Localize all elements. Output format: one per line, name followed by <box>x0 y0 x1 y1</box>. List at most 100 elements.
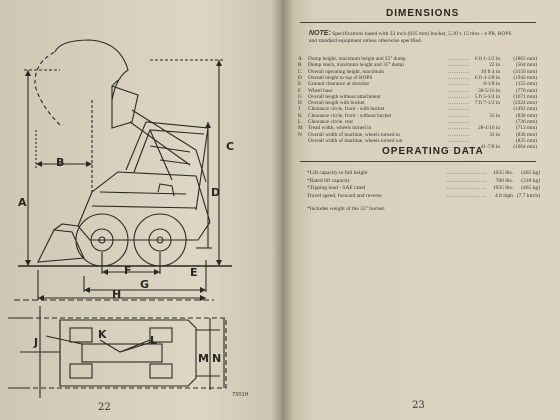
label-f: F <box>124 264 132 277</box>
dimension-desc: Overall height to top of ROPS <box>308 74 373 81</box>
dimension-key: K <box>298 112 302 119</box>
label-h: H <box>112 288 122 301</box>
note-line-1: NOTE: Specifications based with 33 inch … <box>309 30 534 37</box>
operating-data-title: OPERATING DATA <box>382 146 484 157</box>
dimension-leader: ................................ <box>448 74 470 81</box>
figure-code: 7301H <box>232 392 249 398</box>
dimension-desc: Dump reach, maximum height and 35° dump <box>308 62 404 69</box>
dimension-desc: Overall width of machine, wheels turned … <box>308 131 400 138</box>
right-page <box>282 0 560 420</box>
dimension-desc: Clearance circle, rear <box>308 119 354 125</box>
dimension-key: H <box>298 100 302 107</box>
dimension-value: 6 ft 1-1/2 in <box>474 56 500 62</box>
dimension-key: M <box>298 125 303 132</box>
dimension-row: D Overall height to top of ROPS 6 ft 4-1/8… <box>298 74 537 82</box>
dimension-value: 6 ft 4-1/8 in <box>474 74 500 81</box>
dimension-value: 30-5/16 in <box>478 87 500 94</box>
operating-value: 1035 lbs. <box>492 185 513 191</box>
dimension-value: 22 in <box>489 62 500 69</box>
operating-metric: (7.7 km/h) <box>516 192 540 199</box>
dimension-leader: ................................ <box>448 119 470 125</box>
dimension-metric: (838 mm) <box>515 131 537 138</box>
dimension-key: C <box>298 68 302 75</box>
dimension-value: 28-1/16 in <box>478 125 500 132</box>
operating-row: *Rated lift capacity 700 lbs. (318 kg)....… <box>307 177 540 186</box>
dimension-leader: ................................ <box>448 144 470 151</box>
operating-value: 4.8 mph <box>494 192 513 199</box>
label-a: A <box>18 196 27 209</box>
dimension-metric: (1863 mm) <box>513 56 537 62</box>
dimension-key: B <box>298 62 302 69</box>
dimension-key: J <box>298 106 301 113</box>
dimension-leader: ................................ <box>448 87 470 94</box>
operating-leader: ........................................… <box>447 192 487 199</box>
label-l: L <box>150 334 158 347</box>
label-k: K <box>98 328 107 341</box>
dimension-desc: Overall length without attachment <box>308 93 381 100</box>
page-gutter <box>272 0 294 420</box>
dimension-metric: (726 mm) <box>515 119 537 125</box>
footnote: *Includes weight of the 33" bucket. <box>307 206 386 212</box>
dimension-leader: ................................ <box>448 100 470 107</box>
dimension-value: 7 ft 7-1/2 in <box>474 100 500 107</box>
operating-leader: ........................................… <box>447 185 487 191</box>
dimension-desc: Overall width of machine, wheels turned … <box>308 137 403 144</box>
dimension-row: Overall width of machine, wheels turned … <box>298 137 537 145</box>
dimension-metric: (1671 mm) <box>513 93 537 100</box>
dimension-leader: ................................ <box>448 131 470 138</box>
dimension-desc: Overall operating height, maximum <box>308 68 384 75</box>
dimension-metric: (1064 mm) <box>513 144 537 151</box>
dimension-metric: (1942 mm) <box>513 74 537 81</box>
operating-desc: *Lift capacity to full height <box>307 170 368 176</box>
dimension-metric: (564 mm) <box>515 62 537 69</box>
dimension-row: F Wheel base 30-5/16 in (770 mm)...........… <box>298 87 537 95</box>
label-n: N <box>212 352 222 365</box>
note-line-2: and standard equipment unless otherwise … <box>309 38 423 44</box>
dimension-desc: Ground clearance at drawbar <box>308 81 370 88</box>
dimension-key: F <box>298 87 301 94</box>
label-d: D <box>211 186 221 199</box>
operating-metric: (318 kg) <box>521 177 540 184</box>
dimension-row: 41-7/8 in(1064 mm)......................… <box>298 144 537 151</box>
dimensions-title: DIMENSIONS <box>386 8 460 19</box>
dimension-value: 5 ft 5-3/4 in <box>474 93 500 100</box>
dimension-leader: ................................ <box>448 68 470 75</box>
dimension-desc: Tread width, wheels turned in <box>308 125 372 132</box>
dimension-metric: (835 mm) <box>515 137 537 144</box>
dimension-key: E <box>298 81 302 88</box>
note-label: NOTE: <box>309 30 331 37</box>
dimension-metric: (838 mm) <box>515 112 537 119</box>
operating-row: *Lift capacity to full height 1035 lbs. (4… <box>307 170 540 178</box>
dimension-metric: (2324 mm) <box>513 100 537 107</box>
operating-desc: *Rated lift capacity <box>307 177 351 184</box>
operating-metric: (465 kg) <box>521 170 540 176</box>
dimension-value: 6-1/8 in <box>483 81 500 88</box>
label-b: B <box>56 156 65 169</box>
operating-metric: (465 kg) <box>521 185 540 191</box>
operating-value: 1035 lbs. <box>492 170 513 176</box>
operating-leader: ........................................… <box>447 170 487 176</box>
operating-leader: ........................................… <box>447 177 487 184</box>
label-g: G <box>140 278 150 291</box>
dimension-leader: ................................ <box>448 56 470 62</box>
dimension-key: D <box>298 74 302 81</box>
dimension-metric: (770 mm) <box>515 87 537 94</box>
label-c: C <box>226 140 235 153</box>
dimension-row: E Ground clearance at drawbar 6-1/8 in (155… <box>298 81 537 88</box>
label-e: E <box>190 266 198 279</box>
dimension-leader: ................................ <box>448 93 470 100</box>
dimension-metric: (155 mm) <box>515 81 537 88</box>
operating-value: 700 lbs. <box>495 177 513 184</box>
dimension-row: N Overall width of machine, wheels turned… <box>298 131 537 139</box>
dimension-desc: Wheel base <box>308 87 333 94</box>
page-number-left: 22 <box>98 402 111 413</box>
page-number-right: 23 <box>412 400 425 411</box>
dimension-desc: Clearance circle, front - with bucket <box>308 106 385 113</box>
dimension-key: N <box>298 131 302 138</box>
